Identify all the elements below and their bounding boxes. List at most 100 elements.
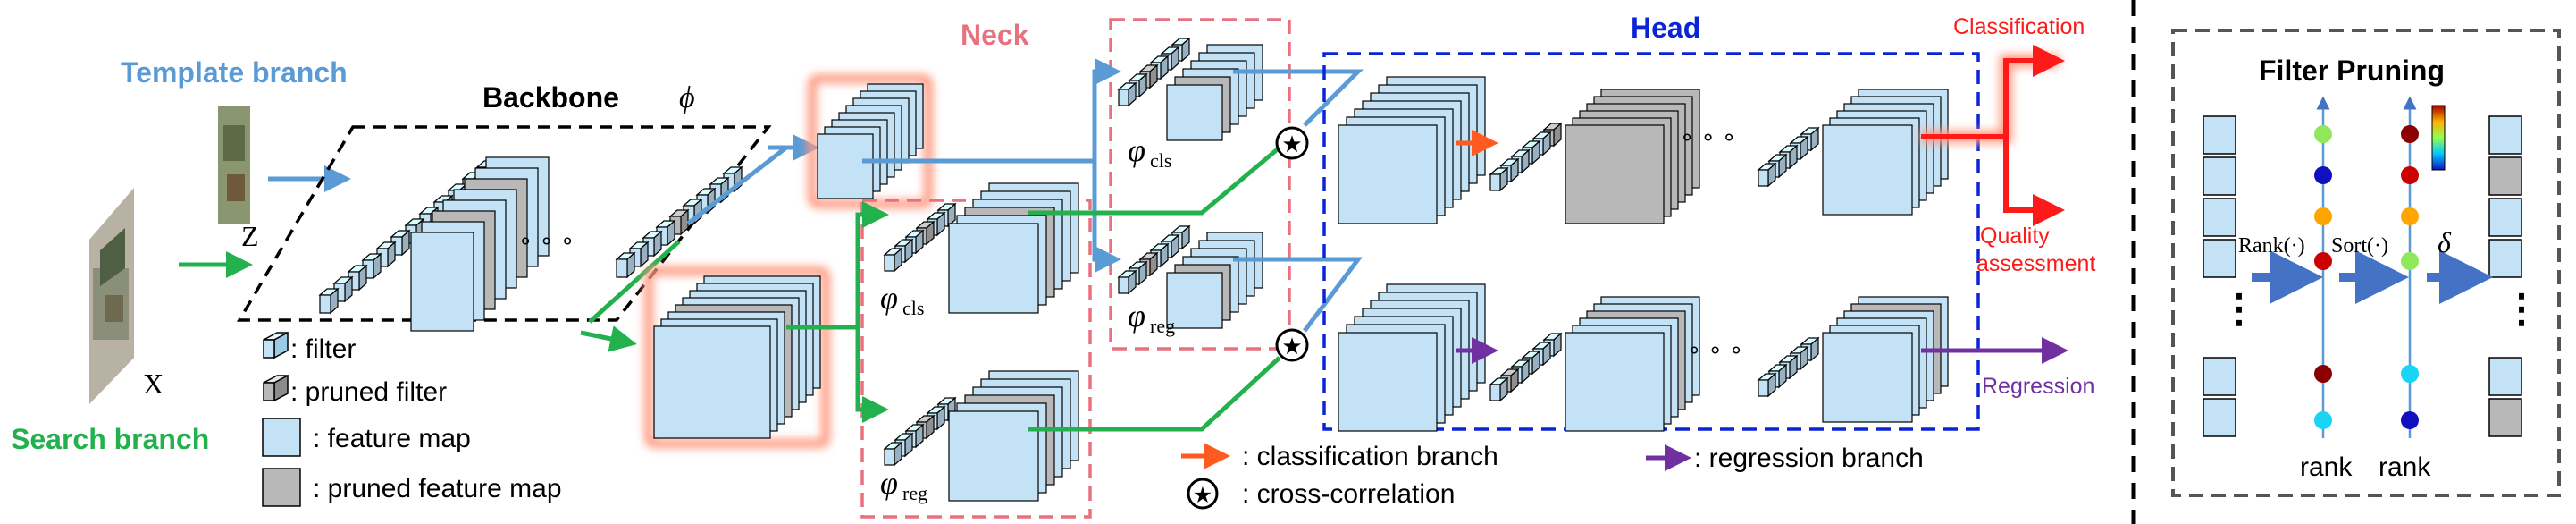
reg-template-to-xcorr	[1233, 257, 1363, 333]
head-reg-feature-2	[1565, 296, 1700, 432]
neck-template-cls-feature	[1117, 37, 1263, 141]
legend-filter-icon	[263, 331, 289, 359]
filter-cuboid	[318, 287, 340, 315]
quality-label: Quality	[1980, 224, 2050, 249]
legend-pruned-filter-text: : pruned filter	[290, 377, 447, 407]
feature-sheet	[1338, 332, 1438, 432]
head-cls-feature-pruned	[1565, 89, 1700, 224]
feature-sheet	[653, 325, 771, 439]
search-backbone-arrow	[588, 240, 681, 324]
filter-cell	[2203, 398, 2236, 437]
head-cls-filter-stack-2	[1757, 126, 1820, 188]
legend-pruned-feature-map-icon	[262, 468, 301, 507]
head-cls-filter-stack	[1489, 122, 1563, 192]
svg-text:φ: φ	[1128, 298, 1145, 334]
reg-search-to-xcorr	[1028, 356, 1281, 432]
feature-sheet	[1338, 124, 1438, 224]
rank-dot	[2314, 365, 2332, 383]
col1-vdots: ⋮	[2219, 287, 2259, 331]
filter-pruning-panel	[2171, 29, 2561, 497]
legend-pruned-filter-icon	[263, 374, 289, 402]
legend-cross-correlation-text: : cross-correlation	[1242, 479, 1455, 509]
rank-dot	[2314, 166, 2332, 184]
filter-cell	[2488, 115, 2522, 155]
neck-search-cls-feature	[883, 182, 1079, 314]
head-reg-dots: ∘ ∘ ∘	[1687, 336, 1743, 363]
rank-dot	[2401, 125, 2419, 143]
template-neck-arrows	[862, 58, 1121, 164]
filter-cell	[2203, 357, 2236, 396]
filter-pruning-title: Filter Pruning	[2259, 55, 2445, 87]
svg-text:reg: reg	[1150, 315, 1175, 337]
rank-dot	[2314, 411, 2332, 429]
phi-reg-search-label: φ reg	[880, 465, 927, 504]
filter-cell	[2488, 357, 2522, 396]
feature-sheet	[948, 410, 1039, 502]
cls-template-to-xcorr	[1233, 69, 1364, 127]
x-label: X	[143, 368, 164, 400]
rank-dot	[2401, 411, 2419, 429]
svg-text:reg: reg	[902, 482, 927, 504]
svg-text:φ: φ	[1128, 132, 1145, 168]
neck-label: Neck	[961, 19, 1029, 51]
rank-label-2: rank	[2379, 452, 2431, 482]
svg-text:★: ★	[1281, 131, 1302, 157]
head-label: Head	[1631, 12, 1700, 44]
rank-label-1: rank	[2300, 452, 2353, 482]
rank-dot	[2314, 207, 2332, 225]
filter-cuboid	[883, 247, 903, 273]
rank-dot	[2401, 207, 2419, 225]
search-feature-map	[644, 266, 830, 448]
rank-function-label: Rank(·)	[2238, 234, 2305, 258]
legend: : filter : pruned filter : feature map :…	[262, 331, 1924, 510]
phi-cls-template-label: φ cls	[1128, 132, 1171, 172]
head-reg-filter-stack-2	[1757, 336, 1820, 398]
feature-sheet	[410, 232, 474, 332]
neck-search-reg-feature	[883, 370, 1079, 502]
backbone-box	[236, 125, 772, 322]
search-branch-label: Search branch	[11, 423, 209, 455]
sort-function-label: Sort(·)	[2331, 234, 2388, 258]
feature-sheet	[1166, 84, 1223, 141]
legend-feature-map-text: : feature map	[313, 424, 471, 453]
template-branch-label: Template branch	[121, 56, 348, 89]
head-cls-feature-2	[1822, 89, 1949, 216]
feature-sheet	[1565, 332, 1665, 432]
regression-label: Regression	[1982, 374, 2094, 399]
cross-correlation-reg-icon: ★	[1275, 328, 1309, 362]
filter-cuboid	[1757, 372, 1777, 398]
filter-cell	[2203, 115, 2236, 155]
filter-cuboid	[332, 275, 354, 303]
filter-cuboid	[1489, 166, 1509, 192]
neck-template-box	[1109, 18, 1291, 351]
filter-cell	[2203, 198, 2236, 237]
filter-cell	[2203, 156, 2236, 196]
feature-sheet	[817, 133, 874, 199]
svg-text:φ: φ	[880, 280, 898, 316]
template-feature-map	[808, 74, 933, 208]
cross-correlation-cls-icon: ★	[1275, 126, 1309, 160]
search-neck-cls-arrow	[786, 201, 889, 330]
template-backbone-arrow	[686, 146, 788, 225]
svg-text:★: ★	[1281, 333, 1302, 359]
rank-dot	[2401, 365, 2419, 383]
rank-dot	[2401, 252, 2419, 270]
legend-cross-correlation-icon: ★	[1187, 478, 1219, 510]
legend-filter-text: : filter	[290, 334, 356, 364]
filter-cell	[2488, 398, 2522, 437]
search-image	[89, 188, 134, 404]
filter-cuboid	[390, 229, 411, 257]
phi-reg-template-label: φ reg	[1128, 298, 1175, 337]
filter-cell	[2488, 156, 2522, 196]
filter-column-input	[2203, 115, 2236, 437]
svg-text:cls: cls	[1150, 149, 1171, 172]
rank-colorbar	[2431, 105, 2446, 171]
search-neck-reg-arrow	[855, 327, 889, 423]
template-image	[218, 106, 250, 224]
backbone-layer-stack	[318, 156, 743, 332]
assessment-label: assessment	[1976, 251, 2095, 276]
phi-cls-search-label: φ cls	[880, 280, 924, 319]
filter-cuboid	[883, 441, 903, 467]
filter-column-output	[2488, 115, 2522, 437]
head-cls-feature-1	[1338, 76, 1486, 224]
